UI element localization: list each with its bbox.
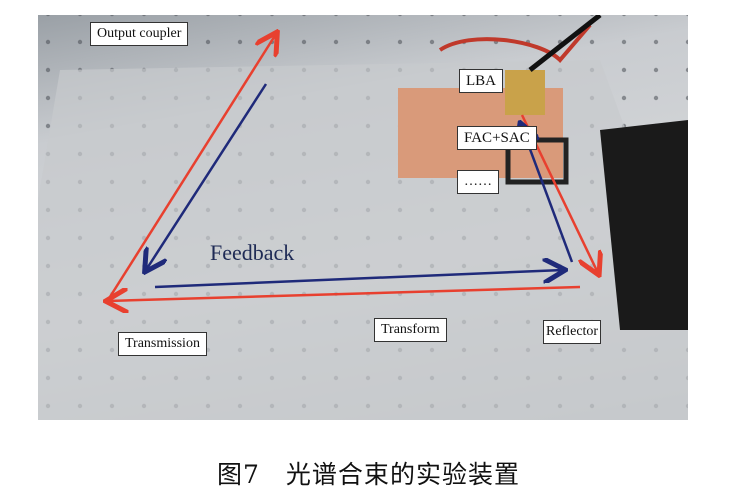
ellipsis-label: …… [457, 170, 499, 194]
figure-caption: 图7 光谱合束的实验装置 [217, 460, 520, 489]
experiment-photo: Output coupler LBA FAC+SAC …… Feedback T… [38, 15, 688, 420]
optical-table-drawing [38, 15, 688, 420]
lba-label: LBA [459, 69, 503, 93]
transmission-label: Transmission [118, 332, 207, 356]
fac-sac-label: FAC+SAC [457, 126, 537, 150]
laser-bar-mount [505, 70, 545, 115]
feedback-label: Feedback [210, 240, 295, 265]
transform-label: Transform [374, 318, 447, 342]
output-coupler-label: Output coupler [90, 22, 189, 46]
dark-mount [600, 120, 688, 330]
reflector-label: Reflector [543, 320, 602, 344]
